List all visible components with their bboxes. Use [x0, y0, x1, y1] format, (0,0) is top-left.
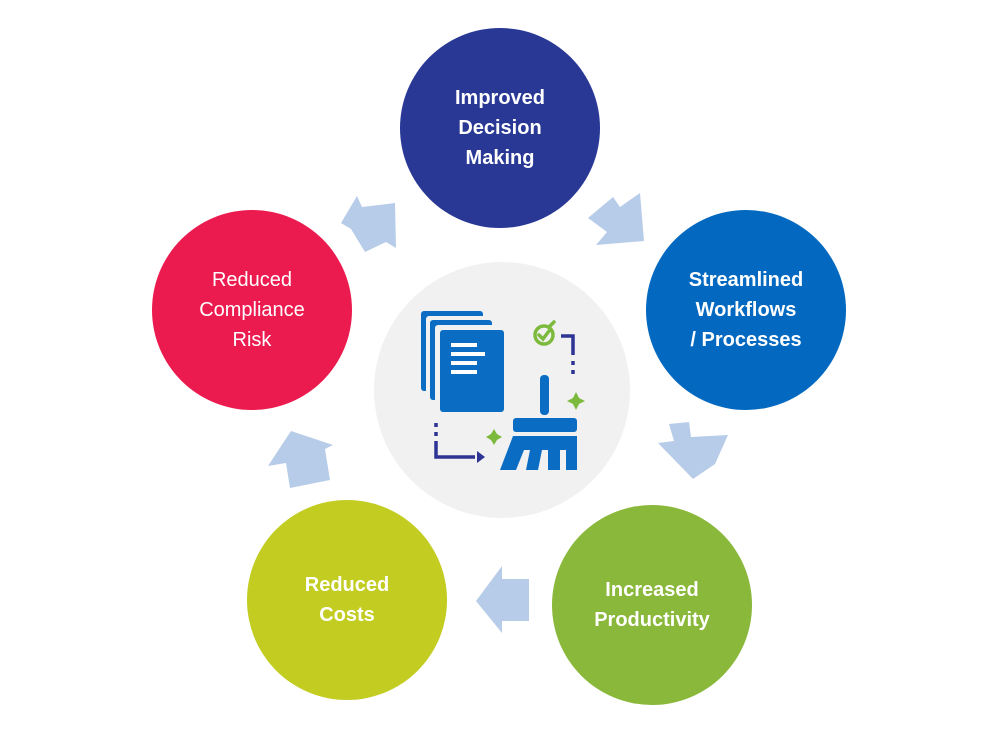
arrow-icon — [588, 193, 644, 245]
check-badge-icon — [533, 320, 556, 346]
node-increased-productivity: Increased Productivity — [552, 505, 752, 705]
node-label: Reduced Compliance Risk — [199, 269, 305, 351]
node-improved-decision-making: Improved Decision Making — [400, 28, 600, 228]
arrow-icon — [658, 422, 728, 479]
node-label: Streamlined Workflows / Processes — [688, 269, 804, 351]
node-reduced-costs: Reduced Costs — [247, 500, 447, 700]
arrow-icon — [476, 566, 529, 633]
arrow-icon — [341, 196, 396, 252]
node-streamlined-workflows: Streamlined Workflows / Processes — [646, 210, 846, 410]
connector-arrowhead-icon — [477, 451, 485, 463]
node-label: Improved Decision Making — [454, 87, 546, 169]
arrow-icon — [268, 431, 333, 488]
documents-icon — [421, 311, 504, 412]
node-label: Reduced Costs — [304, 574, 390, 626]
connector-lines — [434, 334, 575, 459]
node-label: Increased Productivity — [594, 579, 710, 631]
node-reduced-compliance-risk: Reduced Compliance Risk — [152, 210, 352, 410]
sparkle-icon — [486, 392, 585, 445]
broom-icon — [500, 375, 577, 470]
